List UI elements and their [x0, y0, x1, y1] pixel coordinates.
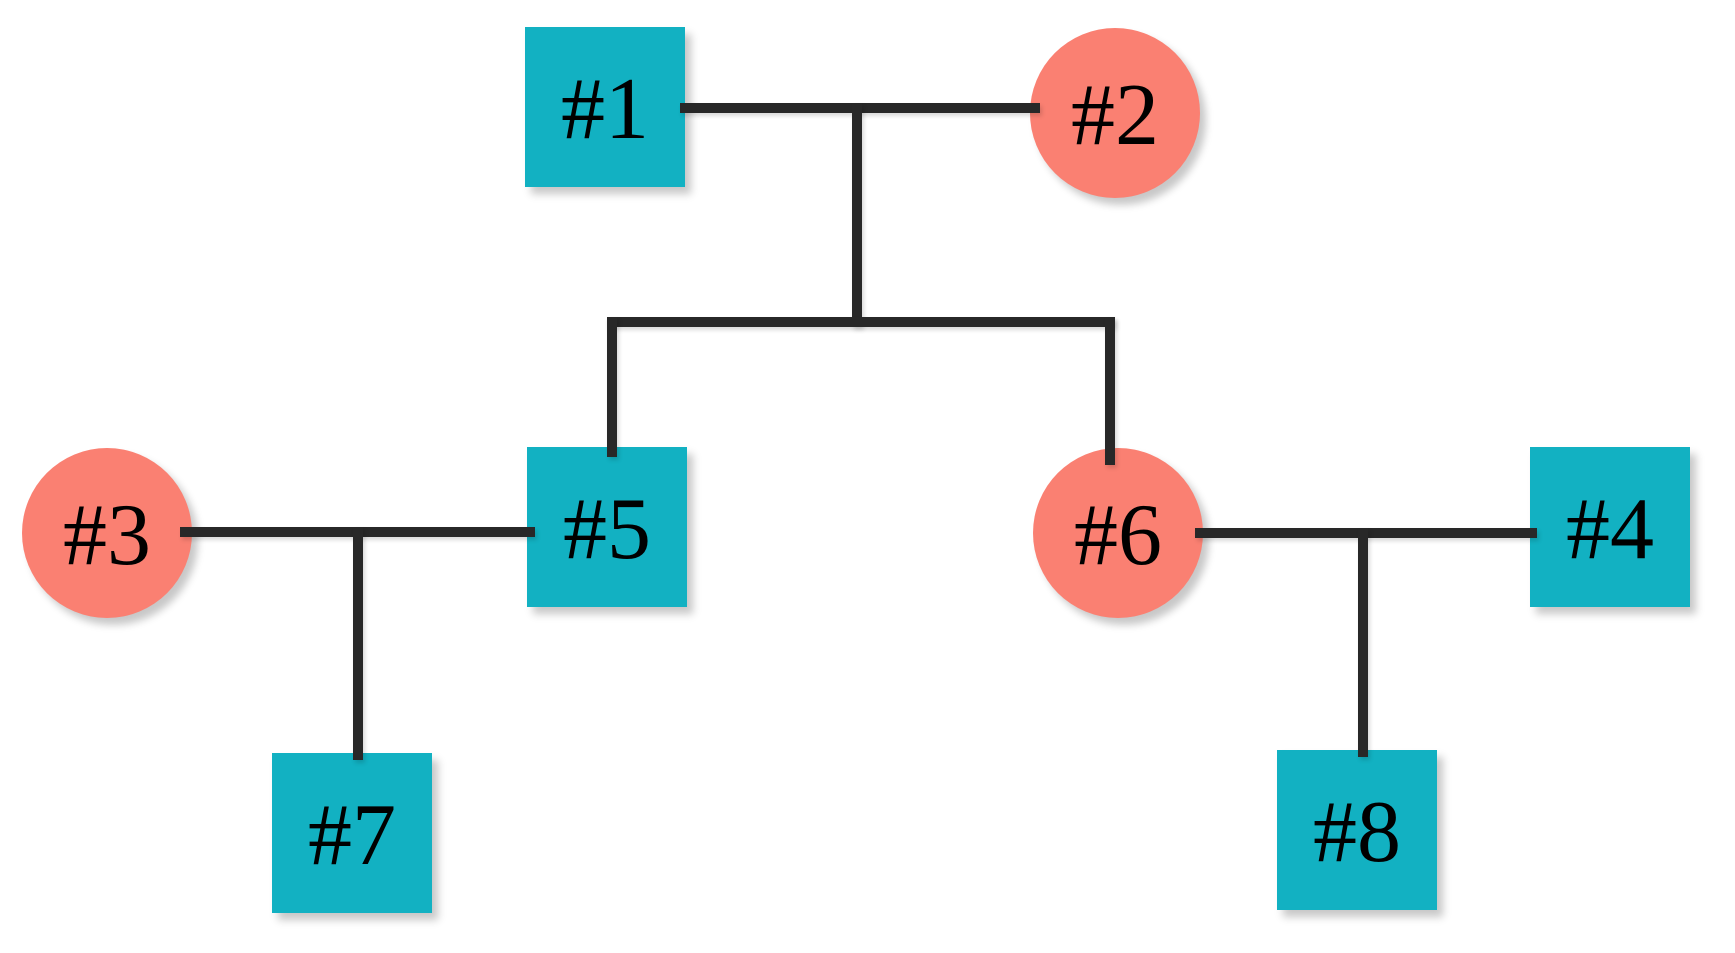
node-label: #5: [563, 481, 651, 578]
descent-line-to-8: [1358, 528, 1368, 757]
node-label: #1: [561, 61, 649, 158]
node-label: #8: [1313, 784, 1401, 881]
pedigree-node-8-square: #8: [1277, 750, 1437, 910]
descent-line-to-5: [607, 317, 617, 457]
pedigree-node-5-square: #5: [527, 447, 687, 607]
descent-line-to-7: [353, 527, 363, 760]
pedigree-node-2-circle: #2: [1030, 28, 1200, 198]
descent-line-couple-1-2: [852, 103, 862, 327]
pedigree-node-6-circle: #6: [1033, 448, 1203, 618]
pedigree-node-3-circle: #3: [22, 448, 192, 618]
node-label: #6: [1074, 487, 1162, 584]
node-label: #4: [1566, 481, 1654, 578]
node-label: #3: [63, 487, 151, 584]
pedigree-node-1-square: #1: [525, 27, 685, 187]
node-label: #7: [308, 787, 396, 884]
descent-line-to-6: [1105, 317, 1115, 465]
pedigree-node-4-square: #4: [1530, 447, 1690, 607]
sibship-line-5-6: [607, 317, 1115, 327]
node-label: #2: [1071, 67, 1159, 164]
pedigree-node-7-square: #7: [272, 753, 432, 913]
